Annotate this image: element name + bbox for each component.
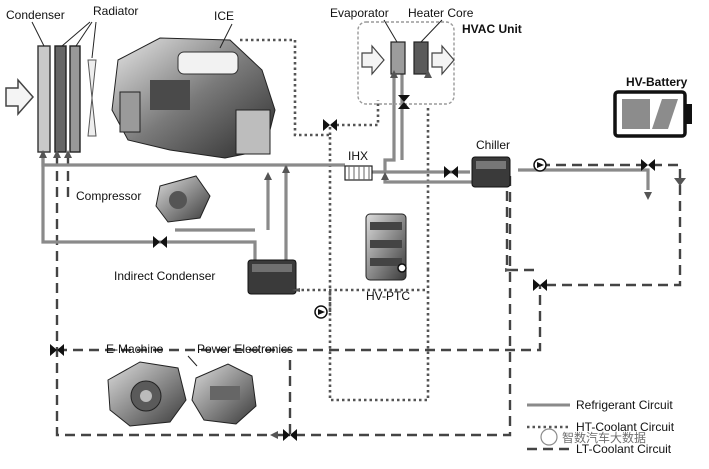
lt-coolant-lines	[55, 155, 682, 437]
indirect-condenser	[247, 259, 297, 295]
e-machine-label: E-Machine	[106, 342, 164, 356]
power-electronics	[191, 363, 257, 425]
flow-arrow-icon	[39, 70, 686, 439]
condenser	[37, 45, 51, 153]
e-machine-connector	[187, 355, 198, 367]
refrigerant-lines	[41, 70, 650, 264]
ihx-label: IHX	[348, 149, 368, 163]
hv-ptc-label: HV-PTC	[366, 289, 410, 303]
indirect-condenser-label: Indirect Condenser	[114, 269, 215, 283]
watermark: 智数汽车大数据	[540, 428, 646, 446]
chiller	[471, 156, 511, 188]
ht-coolant-lines	[240, 38, 430, 402]
airflow-arrow-icon	[5, 78, 35, 116]
evaporator	[390, 41, 406, 75]
pump-icon-arrow	[318, 162, 544, 315]
wechat-icon	[540, 428, 558, 446]
airflow-arrow-icon	[361, 44, 455, 76]
hv-battery	[613, 90, 692, 138]
legend-ht-coolant-label: HT-Coolant Circuit	[576, 420, 675, 434]
ice-label: ICE	[214, 9, 234, 23]
ice-engine-image	[111, 37, 276, 159]
ihx	[344, 165, 373, 181]
ice-leader	[219, 23, 233, 49]
compressor	[155, 175, 211, 223]
hv-battery-label: HV-Battery	[626, 75, 688, 89]
legend: Refrigerant Circuit HT-Coolant Circuit L…	[527, 398, 675, 456]
evaporator-label: Evaporator	[330, 6, 389, 20]
fan-icon	[87, 59, 97, 137]
evaporator-leader	[383, 19, 398, 43]
hvac-unit-label: HVAC Unit	[462, 22, 522, 36]
hv-ptc	[365, 213, 407, 281]
valve-icon	[50, 95, 655, 441]
compressor-label: Compressor	[76, 189, 141, 203]
radiator-label: Radiator	[93, 4, 138, 18]
heater-core-leader	[420, 19, 443, 43]
condenser-label: Condenser	[6, 8, 65, 22]
condenser-label-leaders	[31, 21, 97, 59]
e-machine	[107, 361, 187, 427]
power-electronics-label: Power Electronics	[197, 342, 293, 356]
heater-core-label: Heater Core	[408, 6, 474, 20]
chiller-label: Chiller	[476, 138, 510, 152]
radiator	[54, 45, 81, 153]
legend-lt-coolant-label: LT-Coolant Circuit	[576, 442, 672, 456]
heater-core	[413, 41, 429, 75]
hvac-unit-box	[357, 21, 455, 105]
watermark-text: 智数汽车大数据	[562, 430, 646, 445]
legend-refrigerant-label: Refrigerant Circuit	[576, 398, 673, 412]
